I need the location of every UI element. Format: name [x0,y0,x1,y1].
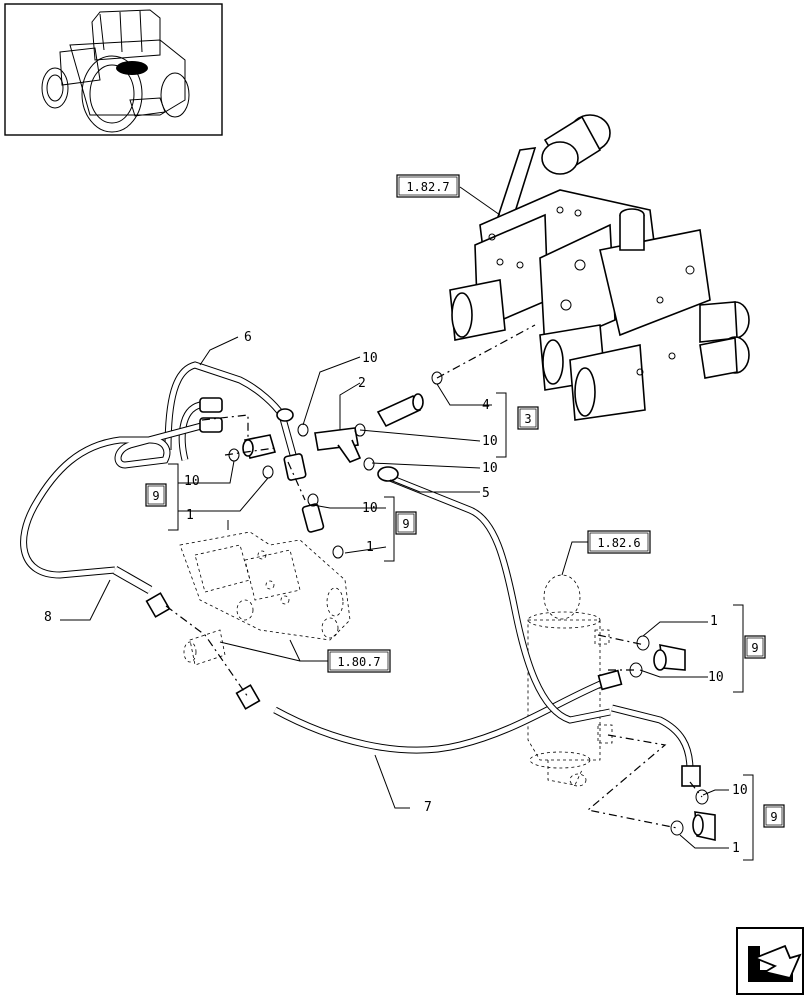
label-item-2: 2 [358,376,366,391]
svg-text:1.80.7: 1.80.7 [337,655,380,669]
next-page-arrow-icon[interactable] [736,927,804,995]
adapter-4 [376,393,424,428]
label-item-10-mid: 10 [482,434,498,449]
svg-text:9: 9 [751,641,758,655]
elbow-fitting-left [242,434,277,459]
svg-text:9: 9 [402,517,409,531]
pipe-6 [164,361,307,481]
item-box-3: 3 [517,406,539,430]
label-item-10-bottom: 10 [732,783,748,798]
label-item-8: 8 [44,610,52,625]
label-item-1-center: 1 [366,540,374,555]
label-item-10-right: 10 [482,461,498,476]
tee-fitting-2 [314,427,362,463]
item-box-9-cyl: 9 [744,635,766,659]
svg-text:9: 9 [152,489,159,503]
label-item-4: 4 [482,398,490,413]
label-item-10-cyl: 10 [708,670,724,685]
label-item-10-center: 10 [362,501,378,516]
label-item-1-bottom: 1 [732,841,740,856]
lift-valve-assembly [449,114,750,421]
alignment-lines [165,324,703,829]
svg-text:3: 3 [524,412,531,426]
pipe-8 [20,417,223,618]
group-brackets [168,392,754,861]
label-item-6: 6 [244,330,252,345]
control-valve-assembly [179,531,351,666]
item-box-9-left: 9 [145,483,167,507]
item-box-9-center: 9 [395,511,417,535]
elbow-fitting-bottom [692,811,716,841]
label-item-1-left: 1 [186,508,194,523]
svg-text:1.82.7: 1.82.7 [406,180,449,194]
pipe-5 [377,466,701,787]
o-rings [228,371,709,836]
item-box-9-bottom: 9 [763,804,785,828]
svg-text:9: 9 [770,810,777,824]
label-item-10-left: 10 [184,474,200,489]
elbow-fitting-cylinder [653,643,686,671]
leader-lines [60,186,729,849]
lift-cylinder [527,574,613,787]
label-item-5: 5 [482,486,490,501]
ref-box-1-82-7[interactable]: 1.82.7 [396,174,460,198]
label-item-7: 7 [424,800,432,815]
svg-text:1.82.6: 1.82.6 [597,536,640,550]
ref-box-1-82-6[interactable]: 1.82.6 [587,530,651,554]
label-item-10-top: 10 [362,351,378,366]
ref-box-1-80-7[interactable]: 1.80.7 [327,649,391,673]
tractor-thumbnail-icon [4,3,223,136]
pipe-7 [235,669,623,754]
label-item-1-cyl: 1 [710,614,718,629]
